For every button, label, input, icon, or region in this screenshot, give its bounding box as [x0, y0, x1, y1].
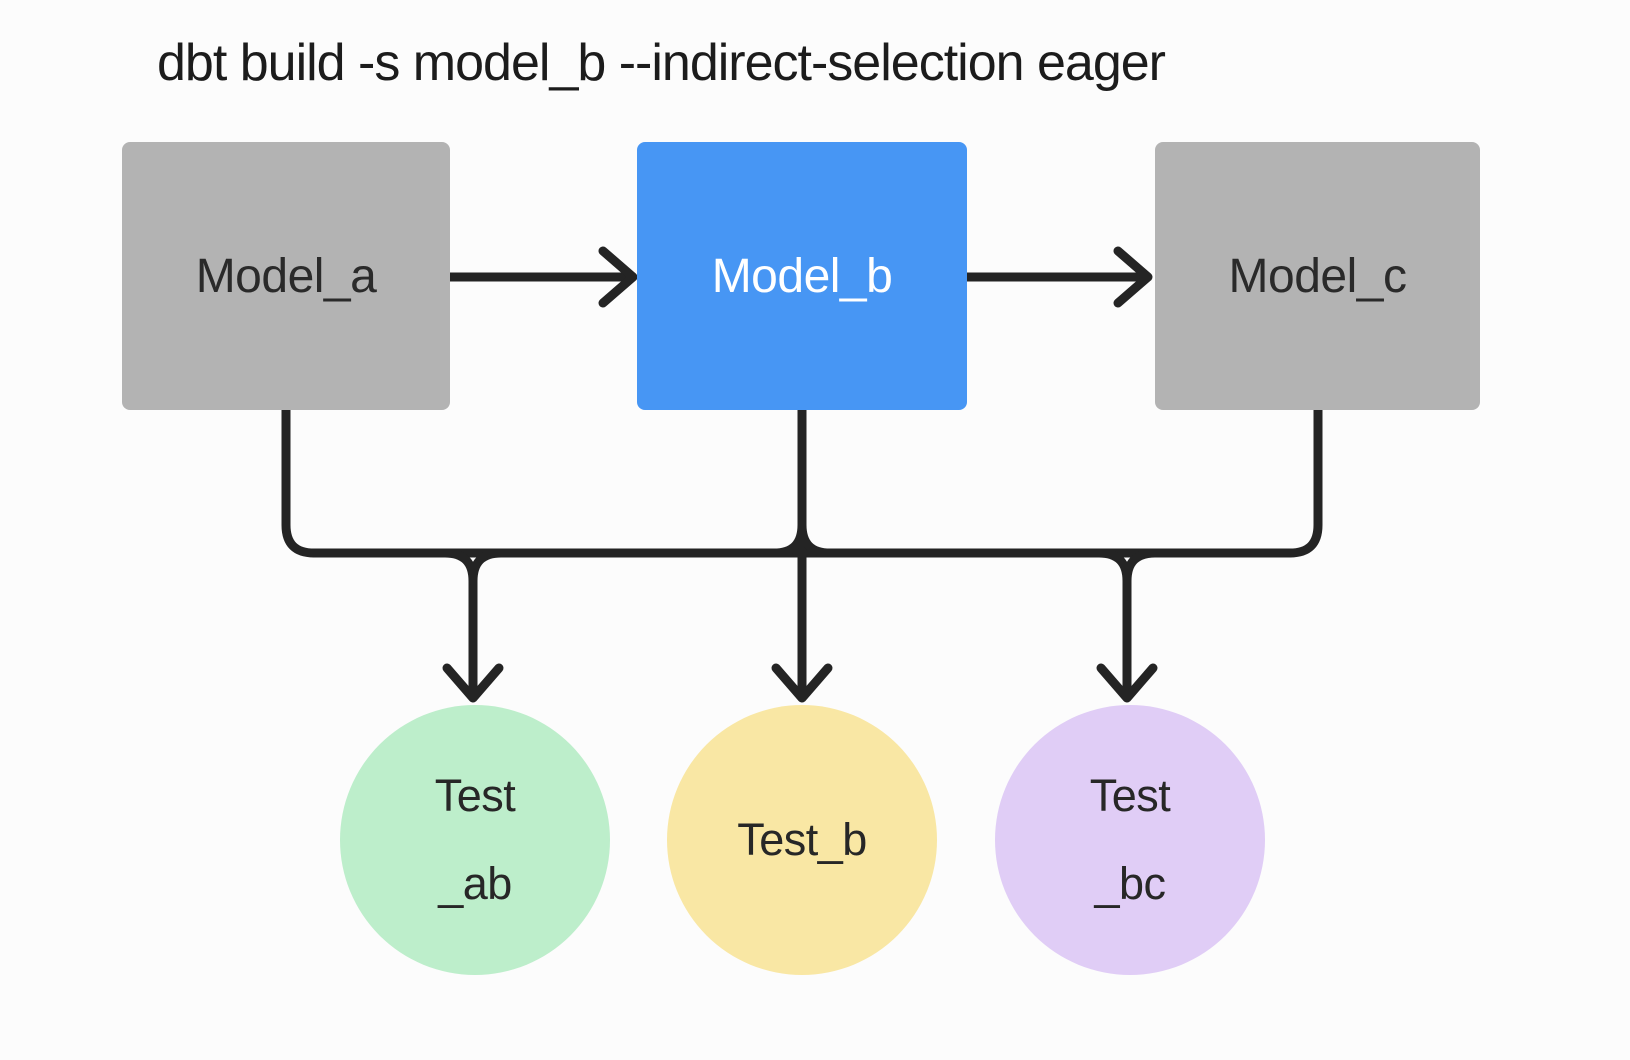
node-test-bc-label-line2: _bc — [1094, 858, 1166, 909]
edge-merge-fillet — [468, 548, 506, 586]
node-test-bc-label-line1: Test — [1089, 770, 1171, 822]
node-model-a-label: Model_a — [195, 249, 377, 303]
node-model-c: Model_c — [1155, 142, 1480, 410]
node-model-b-selected: Model_b — [637, 142, 967, 410]
arrowhead-right-icon — [1113, 246, 1153, 308]
arrowhead-down-icon — [1096, 663, 1158, 703]
arrowhead-down-icon — [442, 663, 504, 703]
node-model-b-label: Model_b — [711, 249, 893, 303]
node-model-c-label: Model_c — [1228, 249, 1407, 303]
node-test-b: Test_b — [667, 705, 937, 975]
edge-merge-fillet — [1094, 548, 1132, 586]
edge-merge-fillet — [797, 520, 835, 558]
node-test-bc: Test _bc — [995, 705, 1265, 975]
edge-model-c-down — [1122, 405, 1323, 697]
node-test-ab: Test _ab — [340, 705, 610, 975]
node-test-ab-label-line2: _ab — [438, 858, 512, 909]
arrowhead-right-icon — [598, 246, 638, 308]
edge-model-a-down — [281, 405, 478, 697]
node-test-b-label-line1: Test_b — [737, 814, 867, 866]
node-model-a: Model_a — [122, 142, 450, 410]
node-test-ab-label-line1: Test — [434, 770, 516, 822]
diagram-title: dbt build -s model_b --indirect-selectio… — [157, 34, 1166, 92]
arrowhead-down-icon — [771, 663, 833, 703]
